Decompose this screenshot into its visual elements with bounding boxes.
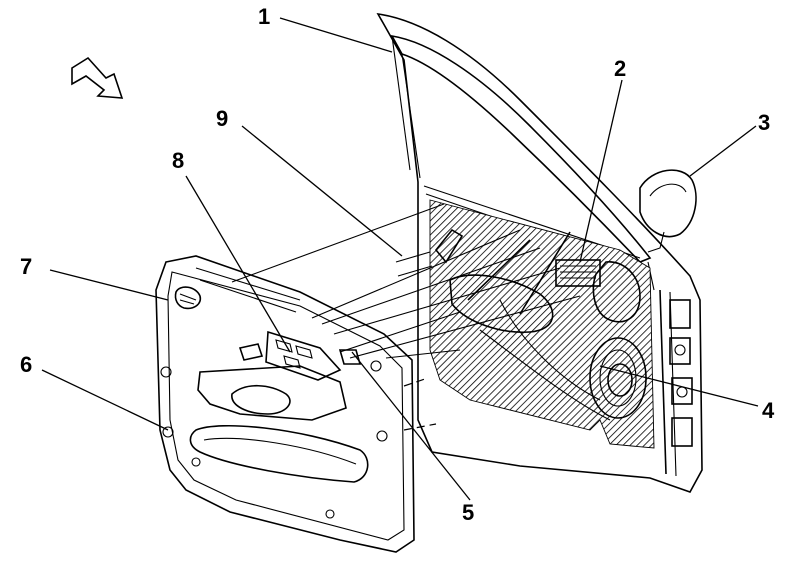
door-inner-panel: [429, 199, 655, 449]
door-trim-panel: [155, 255, 415, 553]
forward-arrow-icon: [71, 56, 124, 99]
callout-2: 2: [614, 56, 626, 81]
callout-1: 1: [258, 4, 270, 29]
callout-9: 9: [216, 106, 228, 131]
callout-7: 7: [20, 254, 32, 279]
callout-5: 5: [462, 500, 474, 525]
alignment-lines: [231, 203, 581, 431]
outside-mirror: [639, 169, 697, 253]
leader-lines: [41, 17, 759, 501]
door-frame: [376, 12, 703, 493]
callout-6: 6: [20, 352, 32, 377]
callout-8: 8: [172, 148, 184, 173]
callout-3: 3: [758, 110, 770, 135]
callout-numbers: 1 2 3 4 5 6 7 8 9: [20, 4, 775, 525]
callout-4: 4: [762, 398, 775, 423]
